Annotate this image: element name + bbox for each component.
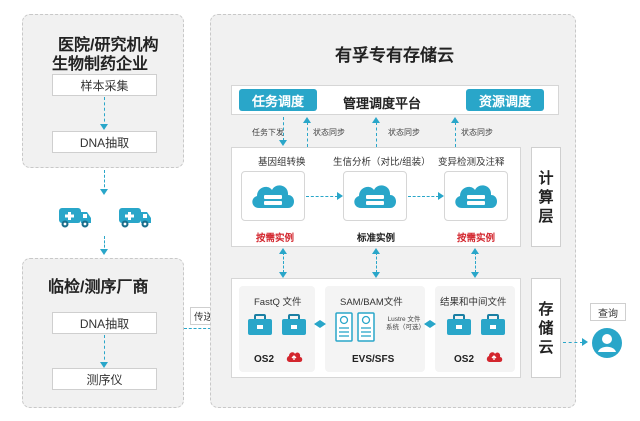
arrow-label: 状态同步 bbox=[313, 128, 345, 137]
connector-arrowhead bbox=[582, 338, 588, 346]
storage-label-char: 储 bbox=[538, 319, 554, 337]
connector-dash bbox=[408, 196, 439, 197]
left-top-title-line1: 医院/研究机构 bbox=[58, 37, 159, 54]
on-demand-instance-label: 按需实例 bbox=[457, 233, 496, 244]
briefcase-icon bbox=[447, 314, 471, 335]
connector-arrowhead bbox=[372, 248, 380, 254]
connector-dash bbox=[376, 252, 377, 273]
storage-footer: EVS/SFS bbox=[352, 354, 395, 365]
compute-card bbox=[444, 171, 508, 221]
briefcase-icon bbox=[282, 314, 306, 335]
connector-arrowhead bbox=[438, 192, 444, 200]
platform-label: 管理调度平台 bbox=[343, 96, 422, 111]
storage-label-char: 云 bbox=[538, 338, 554, 356]
arrow-label: 状态同步 bbox=[388, 128, 420, 137]
sequencer-box: 测序仪 bbox=[52, 368, 157, 390]
connector-dash bbox=[104, 335, 105, 365]
compute-item-title: 基因组转换 bbox=[258, 157, 306, 168]
connector-dash bbox=[306, 196, 338, 197]
connector-arrowhead bbox=[320, 320, 326, 328]
user-icon bbox=[592, 328, 622, 358]
connector-arrowhead bbox=[451, 117, 459, 123]
ambulance-icon bbox=[59, 208, 91, 228]
connector-arrowhead bbox=[424, 320, 430, 328]
connector-dash bbox=[455, 122, 456, 147]
connector-arrowhead bbox=[100, 189, 108, 195]
connector-arrowhead bbox=[471, 248, 479, 254]
connector-dash bbox=[563, 342, 583, 343]
connector-arrowhead bbox=[279, 140, 287, 146]
connector-arrowhead bbox=[471, 272, 479, 278]
compute-layer-label: 计 算 层 bbox=[531, 147, 561, 247]
lustre-note: Lustre 文件系统（可选） bbox=[386, 316, 425, 331]
dna-extraction-box-top: DNA抽取 bbox=[52, 131, 157, 153]
compute-item-title: 生信分析（对比/组装） bbox=[333, 157, 431, 168]
storage-item-title: FastQ 文件 bbox=[254, 297, 302, 308]
connector-dash bbox=[376, 122, 377, 147]
connector-dash bbox=[283, 252, 284, 273]
connector-arrowhead bbox=[372, 117, 380, 123]
connector-dash bbox=[104, 97, 105, 127]
storage-label-char: 存 bbox=[538, 300, 554, 318]
compute-label-char: 算 bbox=[538, 188, 554, 206]
connector-dash bbox=[184, 328, 230, 329]
storage-item-title: 结果和中间文件 bbox=[440, 297, 507, 308]
upload-cloud-icon bbox=[286, 352, 303, 362]
compute-label-char: 层 bbox=[538, 207, 554, 225]
storage-cloud-label: 存 储 云 bbox=[531, 278, 561, 378]
cloud-storage-icon bbox=[354, 185, 396, 208]
arrow-label: 任务下发 bbox=[252, 128, 284, 137]
connector-arrowhead bbox=[372, 272, 380, 278]
storage-item-title: SAM/BAM文件 bbox=[340, 297, 403, 308]
connector-arrowhead bbox=[303, 117, 311, 123]
compute-item-title: 变异检测及注释 bbox=[438, 157, 505, 168]
connector-dash bbox=[104, 170, 105, 192]
connector-arrowhead bbox=[337, 192, 343, 200]
standard-instance-label: 标准实例 bbox=[357, 233, 396, 244]
connector-arrowhead bbox=[100, 362, 108, 368]
connector-dash bbox=[104, 236, 105, 252]
storage-footer: OS2 bbox=[254, 354, 275, 365]
ambulance-icon bbox=[119, 208, 151, 228]
connector-arrowhead bbox=[100, 249, 108, 255]
connector-arrowhead bbox=[279, 272, 287, 278]
compute-card bbox=[343, 171, 407, 221]
on-demand-instance-label: 按需实例 bbox=[256, 233, 295, 244]
arrow-label: 状态同步 bbox=[461, 128, 493, 137]
query-box[interactable]: 查询 bbox=[590, 303, 626, 321]
sample-collection-box: 样本采集 bbox=[52, 74, 157, 96]
upload-cloud-icon bbox=[486, 352, 503, 362]
connector-dash bbox=[475, 252, 476, 273]
connector-dash bbox=[307, 122, 308, 147]
task-scheduling-tag: 任务调度 bbox=[239, 89, 317, 111]
resource-scheduling-tag: 资源调度 bbox=[466, 89, 544, 111]
server-icon bbox=[357, 312, 375, 342]
storage-footer: OS2 bbox=[454, 354, 475, 365]
left-bottom-title: 临检/测序厂商 bbox=[48, 279, 149, 296]
connector-arrowhead bbox=[314, 320, 320, 328]
connector-dash bbox=[283, 117, 284, 141]
briefcase-icon bbox=[481, 314, 505, 335]
connector-arrowhead bbox=[279, 248, 287, 254]
compute-label-char: 计 bbox=[538, 169, 554, 187]
server-icon bbox=[335, 312, 353, 342]
compute-card bbox=[241, 171, 305, 221]
connector-arrowhead bbox=[430, 320, 436, 328]
left-top-title-line2: 生物制药企业 bbox=[52, 56, 149, 73]
briefcase-icon bbox=[248, 314, 272, 335]
cloud-storage-icon bbox=[252, 185, 294, 208]
connector-arrowhead bbox=[100, 124, 108, 130]
cloud-title: 有孚专有存储云 bbox=[335, 46, 454, 65]
dna-extraction-box-bottom: DNA抽取 bbox=[52, 312, 157, 334]
cloud-storage-icon bbox=[455, 185, 497, 208]
